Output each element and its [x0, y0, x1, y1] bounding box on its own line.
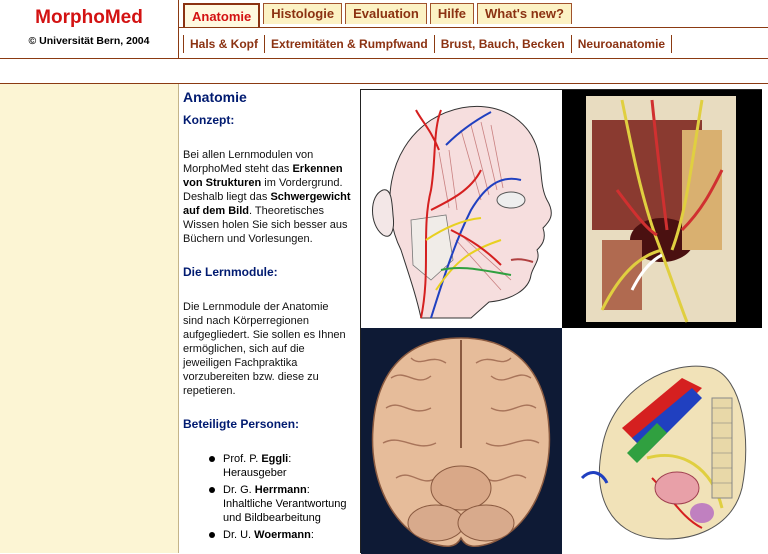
person-role: : Herausgeber [223, 453, 292, 479]
person-name: Woermann [254, 529, 311, 541]
konzept-text-part: Bei allen Lernmodulen von MorphoMed steh… [183, 149, 314, 175]
konzept-emphasis: Schwergewicht auf dem Bild [183, 191, 351, 217]
copyright-text: © Universität Bern, 2004 [28, 35, 150, 47]
sub-nav: Hals & Kopf Extremitäten & Rumpfwand Bru… [183, 34, 673, 54]
subnav-hals-kopf[interactable]: Hals & Kopf [183, 35, 266, 53]
head-neck-illustration[interactable] [361, 90, 562, 328]
personen-heading: Beteiligte Personen: [183, 417, 300, 431]
person-item: Dr. U. Woermann: [209, 528, 351, 542]
person-item: Dr. G. Herrmann: Inhaltliche Verantwortu… [209, 483, 351, 525]
person-name: Eggli [261, 453, 289, 465]
header-divider [0, 58, 768, 59]
tab-divider [179, 27, 768, 28]
tab-evaluation[interactable]: Evaluation [345, 3, 427, 24]
konzept-text-part: . Theoretisches Wissen holen Sie sich be… [183, 205, 348, 245]
tab-whats-new[interactable]: What's new? [477, 3, 572, 24]
konzept-text-part: im Vordergrund. Deshalb liegt das [183, 177, 343, 203]
lernmodule-text: Die Lernmodule der Anatomie sind nach Kö… [183, 301, 346, 397]
person-prefix: Prof. P. [223, 453, 262, 465]
main-tabs: Anatomie Histologie Evaluation Hilfe Wha… [183, 3, 572, 28]
tab-hilfe[interactable]: Hilfe [429, 3, 474, 24]
tab-anatomie[interactable]: Anatomie [183, 3, 261, 28]
page-title: Anatomie [183, 89, 247, 105]
personen-list: Prof. P. Eggli: Herausgeber Dr. G. Herrm… [183, 452, 351, 542]
person-prefix: Dr. G. [223, 484, 255, 496]
site-logo: MorphoMed © Universität Bern, 2004 [0, 0, 179, 58]
anatomy-image-grid [360, 89, 762, 554]
person-role: : Inhaltliche Verantwortung und Bildbear… [223, 484, 347, 524]
dissection-photo[interactable] [562, 90, 762, 328]
subnav-extremitaeten-rumpfwand[interactable]: Extremitäten & Rumpfwand [265, 35, 435, 53]
subnav-neuroanatomie[interactable]: Neuroanatomie [572, 35, 673, 53]
person-name: Herrmann [254, 484, 307, 496]
brain-photo[interactable] [361, 328, 562, 554]
main-content: Anatomie Konzept: Bei allen Lernmodulen … [183, 88, 351, 545]
person-item: Prof. P. Eggli: Herausgeber [209, 452, 351, 480]
brand-name: MorphoMed [35, 7, 143, 28]
content-divider [0, 83, 768, 84]
tab-histologie[interactable]: Histologie [263, 3, 343, 24]
sidebar [0, 84, 179, 553]
lernmodule-heading: Die Lernmodule: [183, 265, 278, 279]
person-prefix: Dr. U. [223, 529, 255, 541]
pelvis-illustration[interactable] [562, 328, 762, 554]
person-role: : [310, 529, 314, 541]
konzept-emphasis: Erkennen von Strukturen [183, 163, 343, 189]
konzept-heading: Konzept: [183, 113, 235, 127]
subnav-brust-bauch-becken[interactable]: Brust, Bauch, Becken [435, 35, 572, 53]
konzept-text: Bei allen Lernmodulen von MorphoMed steh… [183, 148, 351, 246]
